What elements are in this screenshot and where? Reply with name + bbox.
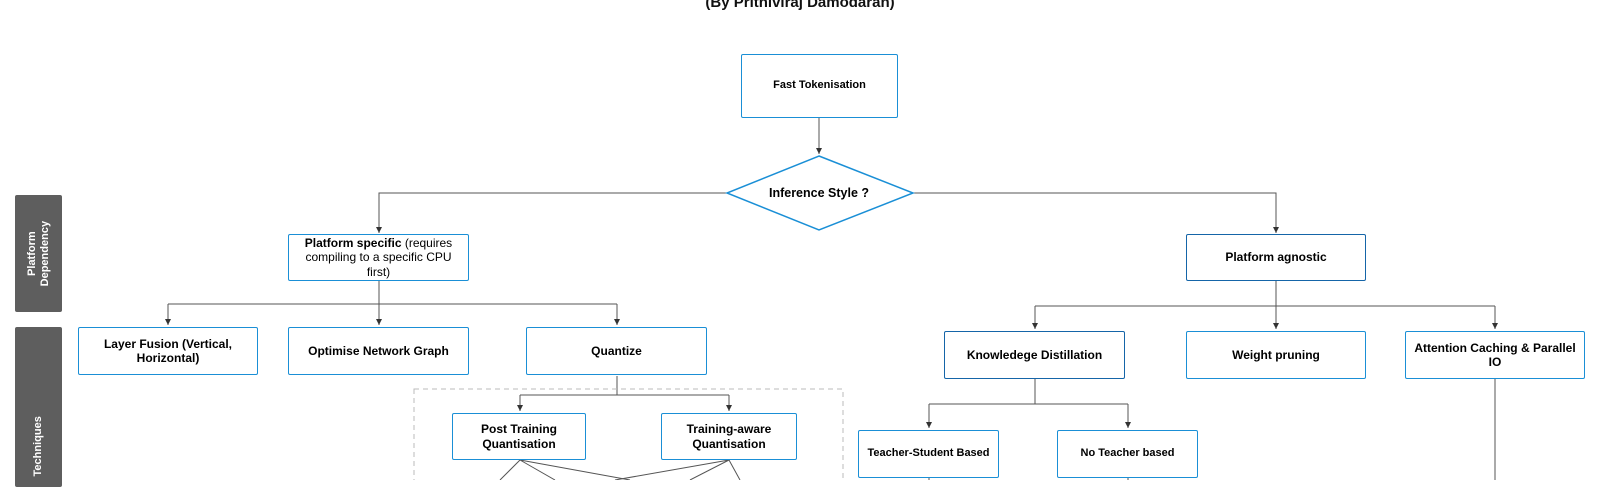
- platform-specific-note: (requires compiling to a specific CPU fi…: [305, 235, 453, 279]
- quantisation-group: [413, 388, 844, 480]
- attention-caching-node: Attention Caching & Parallel IO: [1405, 331, 1585, 379]
- platform-agnostic-node: Platform agnostic: [1186, 234, 1366, 281]
- quantize-node: Quantize: [526, 327, 707, 375]
- diagram-title: (By Prithiviraj Damodaran): [705, 0, 895, 11]
- teacher-student-node: Teacher-Student Based: [858, 430, 999, 478]
- connector-training-aware-branches: [614, 459, 741, 480]
- weight-pruning-node: Weight pruning: [1186, 331, 1366, 379]
- inference-style-label: Inference Style ?: [768, 186, 870, 200]
- post-training-quantisation-node: Post Training Quantisation: [452, 413, 586, 460]
- training-aware-quantisation-node: Training-aware Quantisation: [661, 413, 797, 460]
- layer-fusion-node: Layer Fusion (Vertical, Horizontal): [78, 327, 258, 375]
- connector-post-training-branches: [499, 459, 631, 480]
- lane-platform-dependency: Platform Dependency: [15, 195, 62, 312]
- lane-platform-dependency-label: Platform Dependency: [25, 220, 51, 287]
- lane-techniques: Techniques: [15, 327, 62, 487]
- platform-specific-node: Platform specific (requires compiling to…: [288, 234, 469, 281]
- no-teacher-node: No Teacher based: [1057, 430, 1198, 478]
- optimise-network-graph-node: Optimise Network Graph: [288, 327, 469, 375]
- lane-techniques-label: Techniques: [32, 416, 45, 477]
- connector-inference-to-platform-specific: [376, 192, 727, 233]
- platform-specific-bold: Platform specific: [304, 235, 402, 250]
- knowledge-distillation-node: Knowledege Distillation: [944, 331, 1125, 379]
- inference-style-diamond: [724, 155, 916, 231]
- connector-inference-to-platform-agnostic: [913, 192, 1279, 233]
- platform-specific-text: Platform specific (requires compiling to…: [293, 236, 464, 279]
- fast-tokenisation-node: Fast Tokenisation: [741, 54, 898, 118]
